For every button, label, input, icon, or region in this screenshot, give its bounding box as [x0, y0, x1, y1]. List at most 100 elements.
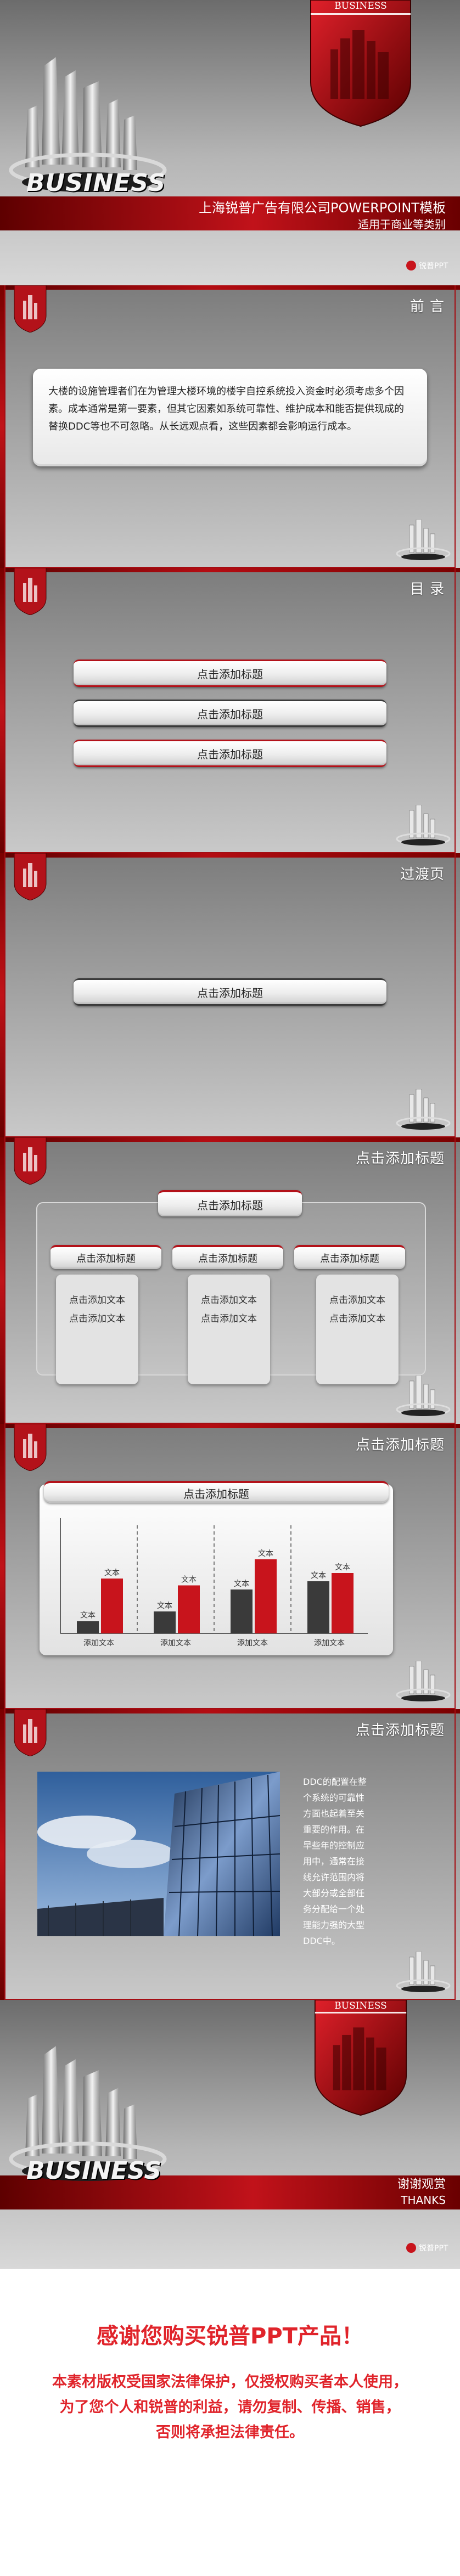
mini-shield-icon — [14, 853, 47, 900]
shield-label: BUSINESS — [334, 2000, 387, 2011]
slide-photo: 点击添加标题 DDC的配置在整个系统的可靠性方面也起着至关重要的作用。在早些年的… — [0, 1709, 460, 2000]
corner-city-logo — [396, 1376, 451, 1416]
bar-series1 — [231, 1589, 253, 1633]
category-label: 添加文本 — [83, 1639, 114, 1648]
bar-data-label: 文本 — [80, 1611, 96, 1620]
mini-shield-icon — [14, 285, 47, 332]
bar-data-label: 文本 — [234, 1580, 249, 1588]
side-rail — [0, 853, 4, 1137]
column-text: 点击添加文本 — [329, 1295, 385, 1306]
bar-data-label: 文本 — [311, 1571, 326, 1580]
side-rail — [0, 1137, 4, 1424]
mini-shield-icon — [14, 1424, 47, 1471]
slide-frame — [4, 853, 456, 1137]
column-text: 点击添加文本 — [201, 1314, 257, 1324]
notice-line: 为了您个人和锐普的利益，请勿复制、传播、销售， — [59, 2399, 401, 2416]
building-photo — [37, 1772, 280, 1936]
notice-line: 本素材版权受国家法律保护，仅授权购买者本人使用， — [52, 2374, 408, 2391]
slide-frame — [4, 1137, 456, 1424]
corner-city-logo — [396, 1661, 451, 1701]
corner-city-logo — [396, 520, 451, 560]
slide-ending: BUSINESS BUSINESS 谢谢观赏 THANKS 锐普PPT — [0, 2000, 460, 2269]
column-card-1: 点击添加文本 点击添加文本 — [56, 1275, 138, 1384]
notice-line: 否则将承担法律责任。 — [156, 2424, 304, 2441]
photo-description: DDC的配置在整个系统的可靠性方面也起着至关重要的作用。在早些年的控制应用中，通… — [303, 1777, 367, 1946]
bar-data-label: 文本 — [335, 1563, 350, 1572]
thanks-cn: 谢谢观赏 — [397, 2178, 446, 2191]
mini-shield-icon — [14, 568, 47, 615]
slide-cover: BUSINESS BUSINESS 上海锐普广告有限公司POWERPOINT模板… — [0, 0, 460, 285]
three-col-main-label[interactable]: 点击添加标题 — [158, 1190, 302, 1216]
thanks-en: THANKS — [401, 2194, 446, 2207]
bar-data-label: 文本 — [157, 1602, 172, 1610]
bar-series2 — [101, 1579, 123, 1633]
brand-text: 锐普PPT — [419, 2244, 448, 2253]
cover-title-banner — [0, 196, 460, 230]
column-text: 点击添加文本 — [329, 1314, 385, 1324]
preface-text-box: 大楼的设施管理者们在为管理大楼环境的楼宇自控系统投入资金时必须考虑多个因素。成本… — [33, 369, 427, 466]
slide-title: 点击添加标题 — [355, 1722, 445, 1739]
top-rail — [0, 1709, 460, 1713]
brand-icon — [406, 261, 416, 270]
slide-transition: 过渡页 点击添加标题 — [0, 853, 460, 1137]
top-rail — [0, 568, 460, 572]
bar-series2 — [332, 1573, 354, 1633]
bar-data-label: 文本 — [104, 1569, 120, 1577]
slide-title: 前 言 — [409, 298, 445, 315]
corner-city-logo — [396, 1089, 451, 1130]
transition-item[interactable]: 点击添加标题 — [74, 978, 386, 1006]
slide-frame — [4, 285, 456, 568]
slide-frame — [4, 1709, 456, 2000]
column-header-1[interactable]: 点击添加标题 — [51, 1245, 161, 1269]
slide-chart: 点击添加标题 点击添加标题 文本文本添加文本文本文本添加文本文本文本添加文本文本… — [0, 1424, 460, 1709]
ending-banner — [0, 2175, 460, 2209]
top-rail — [0, 1424, 460, 1428]
corner-city-logo — [396, 805, 451, 845]
slide-preface: 前 言 大楼的设施管理者们在为管理大楼环境的楼宇自控系统投入资金时必须考虑多个因… — [0, 285, 460, 568]
bar-series1 — [307, 1581, 329, 1633]
cover-title: 上海锐普广告有限公司POWERPOINT模板 — [199, 200, 446, 216]
logo-word: BUSINESS — [26, 2157, 162, 2185]
bar-data-label: 文本 — [258, 1549, 273, 1558]
column-header-3[interactable]: 点击添加标题 — [294, 1245, 405, 1269]
toc-item-2[interactable]: 点击添加标题 — [74, 700, 386, 727]
shield-label: BUSINESS — [334, 1, 387, 12]
top-rail — [0, 285, 460, 290]
brand-logo: 锐普PPT — [406, 260, 448, 271]
column-header-2[interactable]: 点击添加标题 — [172, 1245, 283, 1269]
corner-city-logo — [396, 1952, 451, 1992]
business-city-logo — [9, 2046, 167, 2181]
bar-series2 — [255, 1559, 277, 1633]
column-text: 点击添加文本 — [201, 1295, 257, 1306]
cover-subtitle: 适用于商业等类别 — [358, 218, 446, 231]
logo-word: BUSINESS — [26, 169, 166, 197]
slide-title: 过渡页 — [400, 866, 445, 883]
top-rail — [0, 1137, 460, 1142]
copyright-notice: 感谢您购买锐普PPT产品！ 本素材版权受国家法律保护，仅授权购买者本人使用， 为… — [0, 2269, 460, 2576]
toc-item-1[interactable]: 点击添加标题 — [74, 659, 386, 687]
slide-frame — [4, 568, 456, 853]
side-rail — [0, 1709, 4, 2000]
business-city-logo — [9, 57, 167, 192]
brand-text: 锐普PPT — [419, 262, 448, 270]
slide-frame — [4, 1424, 456, 1709]
category-label: 添加文本 — [314, 1639, 345, 1648]
slide-title: 点击添加标题 — [355, 1437, 445, 1453]
brand-icon — [406, 2243, 416, 2253]
bar-series1 — [77, 1621, 99, 1633]
notice-headline: 感谢您购买锐普PPT产品！ — [97, 2324, 363, 2349]
slide-title: 目 录 — [409, 581, 445, 598]
side-rail — [0, 285, 4, 568]
bar-series1 — [154, 1611, 176, 1633]
brand-logo: 锐普PPT — [406, 2242, 448, 2253]
preface-body: 大楼的设施管理者们在为管理大楼环境的楼宇自控系统投入资金时必须考虑多个因素。成本… — [48, 386, 404, 432]
business-shield — [314, 2000, 407, 2116]
mini-shield-icon — [14, 1137, 47, 1185]
mini-shield-icon — [14, 1709, 47, 1756]
side-rail — [0, 1424, 4, 1709]
slide-toc: 目 录 点击添加标题 点击添加标题 点击添加标题 — [0, 568, 460, 853]
toc-item-3[interactable]: 点击添加标题 — [74, 740, 386, 767]
bar-series2 — [178, 1585, 200, 1633]
chart-header[interactable]: 点击添加标题 — [44, 1481, 389, 1503]
